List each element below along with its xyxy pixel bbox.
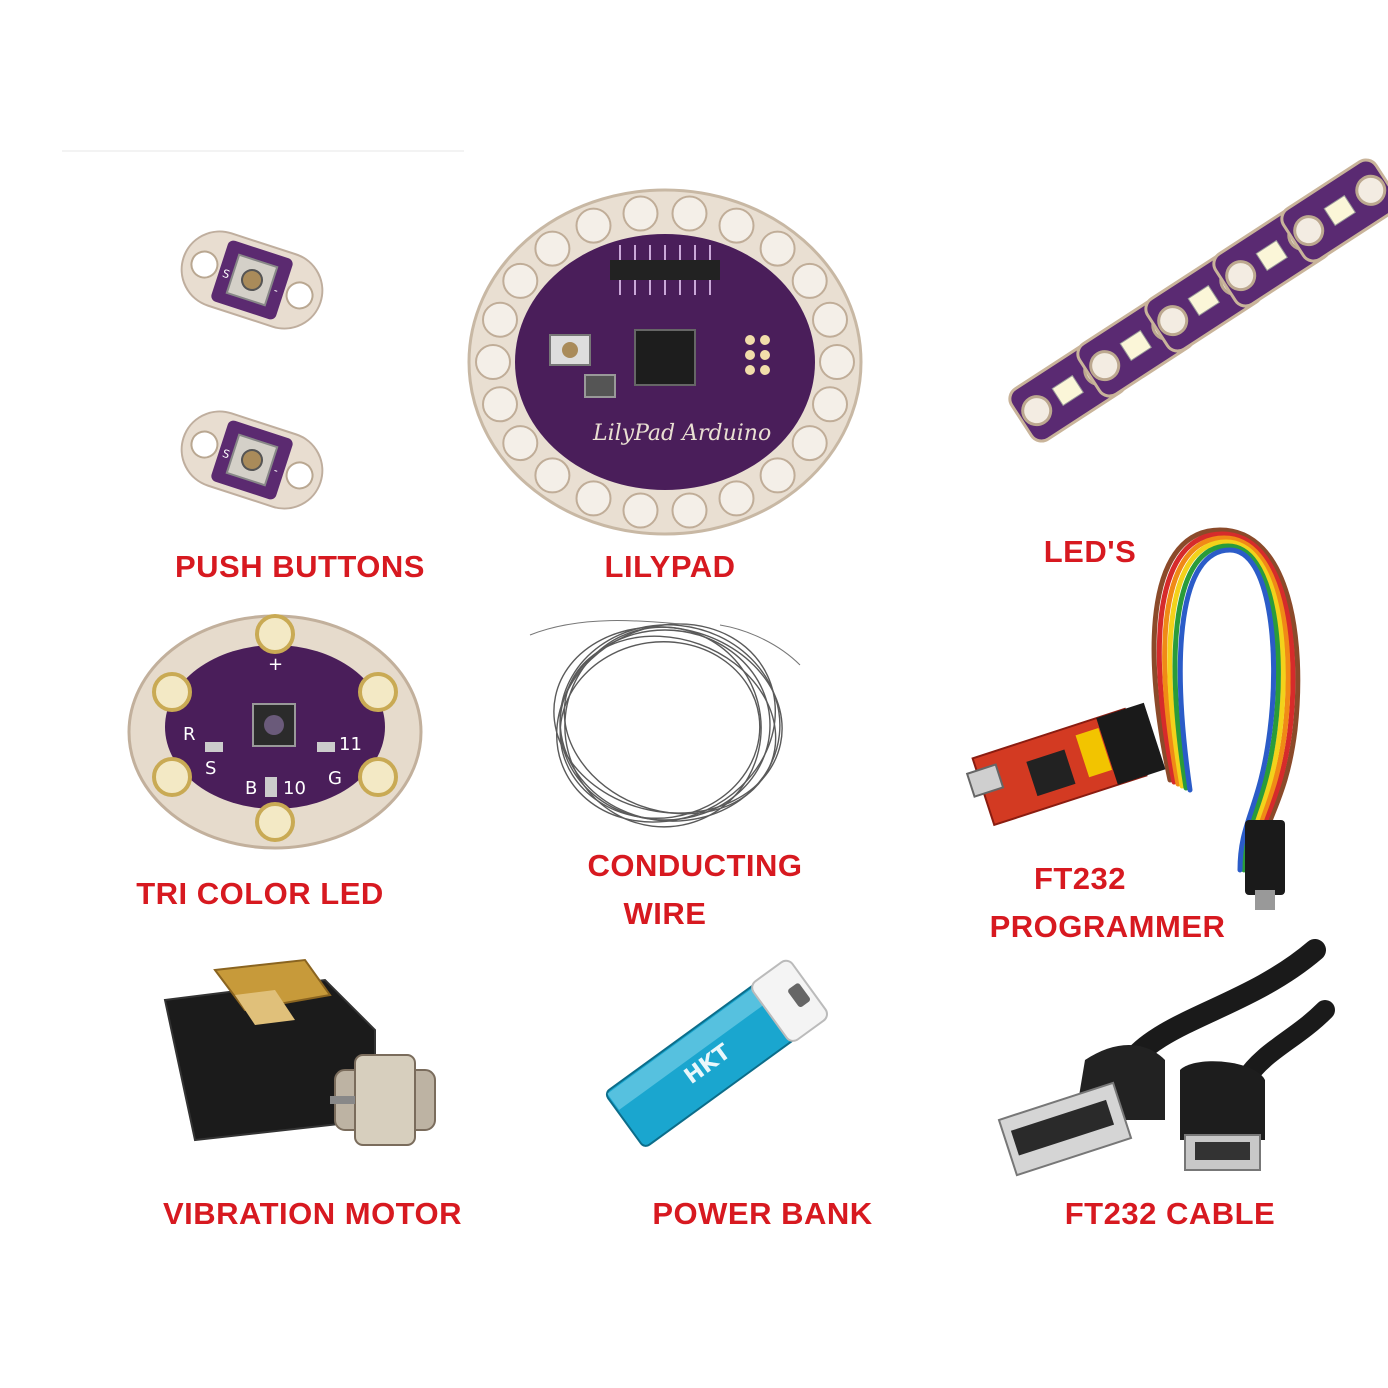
- conducting-wire-image: [520, 605, 810, 845]
- lilypad-pad: [575, 480, 612, 517]
- tri-color-led-image: + R S B 10 G 11: [125, 612, 425, 852]
- lilypad-pad: [534, 230, 571, 267]
- lilypad-pad: [502, 262, 539, 299]
- lilypad-pad: [759, 457, 796, 494]
- power-bank-label: POWER BANK: [652, 1196, 873, 1231]
- ft232-programmer-label-line1: FT232: [1033, 861, 1127, 896]
- svg-text:S: S: [221, 447, 232, 462]
- svg-text:B: B: [245, 778, 257, 799]
- lilypad-pad: [482, 386, 518, 423]
- ft232-cable-image: [995, 939, 1335, 1190]
- lilypad-pad: [575, 207, 612, 244]
- lilypad-pad: [475, 344, 511, 380]
- lilypad-pad: [534, 457, 571, 494]
- lilypad-pad: [671, 195, 708, 232]
- svg-text:R: R: [183, 724, 196, 745]
- push-buttons-label: PUSH BUTTONS: [174, 549, 425, 584]
- lilypad-pad: [812, 301, 848, 338]
- lilypad-pad: [718, 207, 755, 244]
- svg-text:-: -: [272, 464, 280, 478]
- lilypad-pad: [791, 262, 828, 299]
- lilypad-pad: [622, 492, 659, 529]
- lilypad-pad: [718, 480, 755, 517]
- vibration-motor-image: [155, 958, 445, 1180]
- power-bank-image: HKT: [590, 940, 850, 1190]
- ft232-programmer-image: [960, 520, 1340, 920]
- lilypad-pad: [759, 230, 796, 267]
- svg-text:G: G: [328, 768, 342, 789]
- ft232-cable-label: FT232 CABLE: [1064, 1196, 1276, 1231]
- conducting-wire-label-line1: CONDUCTING: [587, 848, 803, 883]
- conducting-wire-label-line2: WIRE: [623, 896, 707, 931]
- ft232-programmer-label-line2: PROGRAMMER: [989, 909, 1226, 944]
- push-buttons-image: S - S -: [170, 210, 330, 530]
- svg-text:S: S: [205, 758, 216, 779]
- lilypad-pad: [791, 425, 828, 462]
- lilypad-pad: [819, 344, 855, 380]
- svg-text:S: S: [221, 267, 232, 282]
- led-board: [1280, 158, 1388, 263]
- svg-text:-: -: [272, 284, 280, 298]
- svg-text:11: 11: [339, 734, 362, 755]
- lilypad-pad: [482, 301, 518, 338]
- lilypad-pad: [502, 425, 539, 462]
- lilypad-board-image: LilyPad Arduino: [465, 185, 865, 540]
- svg-text:+: +: [268, 654, 283, 675]
- svg-text:10: 10: [283, 778, 306, 799]
- lilypad-script-text: LilyPad Arduino: [592, 421, 771, 446]
- vibration-motor-label: VIBRATION MOTOR: [162, 1196, 463, 1231]
- tri-color-led-label: TRI COLOR LED: [136, 876, 384, 911]
- lilypad-pad: [622, 195, 659, 232]
- divider-line: [62, 150, 464, 152]
- lilypad-pad: [671, 492, 708, 529]
- lilypad-pad: [812, 386, 848, 423]
- lilypad-label: LILYPAD: [604, 549, 736, 584]
- leds-strip-image: [1008, 158, 1388, 510]
- leds-label: LED'S: [1043, 534, 1137, 569]
